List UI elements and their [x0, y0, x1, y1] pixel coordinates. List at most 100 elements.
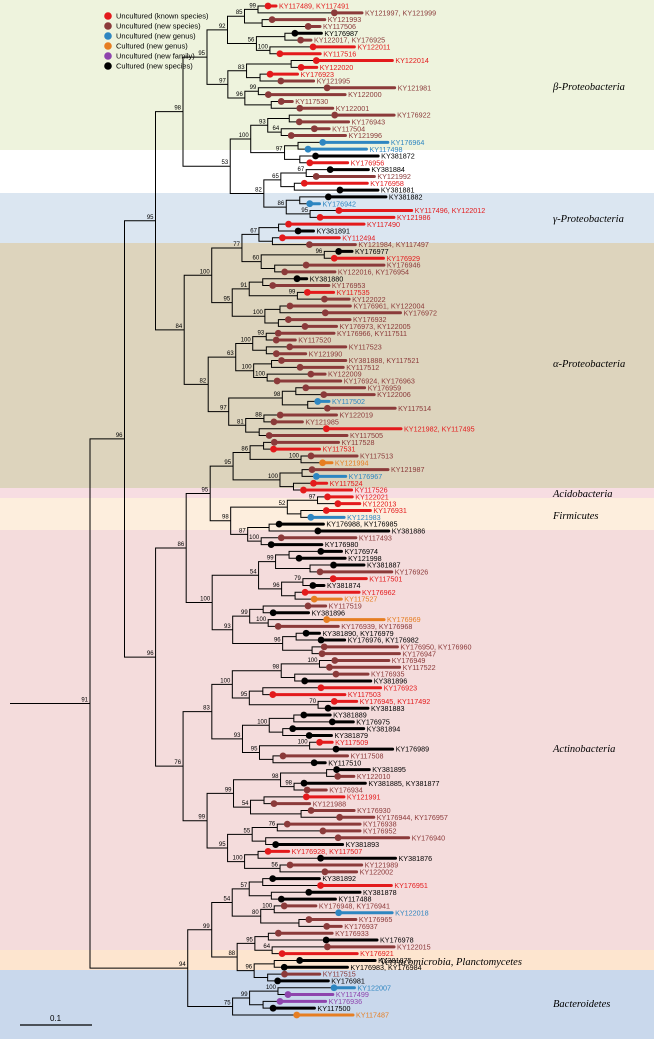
- leaf-marker: [272, 350, 280, 358]
- leaf-label: KY122011: [357, 43, 390, 52]
- clade-label: α-Proteobacteria: [553, 359, 625, 370]
- leaf-marker: [316, 568, 324, 576]
- bootstrap-value: 85: [236, 10, 243, 16]
- leaf-marker: [293, 275, 301, 283]
- tree-leaf: KY122009: [307, 370, 362, 379]
- leaf-label: KY176932: [353, 315, 387, 324]
- tree-leaf: KY176924, KY176963: [273, 377, 415, 386]
- legend-swatch: [104, 22, 112, 30]
- tree-leaf: KY381878: [305, 888, 397, 897]
- tree-leaf: KY381887: [330, 561, 401, 570]
- tree-leaf: KY176945, KY117492: [330, 697, 430, 706]
- bootstrap-value: 100: [262, 903, 273, 909]
- tree-leaf: KY117490: [285, 220, 400, 229]
- tree-leaf: KY381875: [296, 956, 412, 965]
- leaf-label: KY176936: [329, 997, 363, 1006]
- tree-leaf: KY381880: [293, 274, 343, 283]
- leaf-label: KY122013: [363, 499, 397, 508]
- tree-branch: [236, 942, 255, 972]
- tree-branch: [253, 963, 275, 979]
- bootstrap-value: 88: [228, 951, 235, 957]
- tree-leaf: KY121990: [272, 349, 342, 358]
- leaf-label: KY176943: [352, 117, 386, 126]
- bootstrap-value: 93: [258, 331, 265, 337]
- leaf-marker: [274, 977, 282, 985]
- tree-leaf: KY381884: [326, 165, 405, 174]
- leaf-marker: [286, 302, 294, 310]
- leaf-marker: [270, 800, 278, 808]
- tree-leaf: KY117528: [270, 438, 375, 447]
- tree-branch: [279, 472, 303, 488]
- leaf-marker: [332, 670, 340, 678]
- leaf-marker: [283, 820, 291, 828]
- tree-branch: [278, 223, 299, 232]
- leaf-marker: [306, 200, 314, 208]
- scale-bar-label: 0.1: [50, 1014, 62, 1023]
- tree-leaf: KY176930: [307, 806, 391, 815]
- leaf-label: KY176933: [335, 929, 369, 938]
- leaf-marker: [278, 357, 285, 364]
- legend: Uncultured (known species)Uncultured (ne…: [104, 12, 209, 71]
- bootstrap-value: 82: [200, 378, 207, 384]
- leaf-label: KY122000: [348, 90, 382, 99]
- leaf-label: KY122018: [395, 908, 429, 917]
- bootstrap-value: 99: [198, 815, 205, 821]
- leaf-label: KY176977: [355, 247, 389, 256]
- leaf-marker: [323, 922, 331, 930]
- clade-label: γ-Proteobacteria: [553, 214, 624, 225]
- tree-leaf: KY176950, KY176960: [320, 642, 472, 651]
- tree-branch: [268, 523, 318, 532]
- tree-leaf: KY176923: [266, 70, 334, 79]
- bootstrap-value: 56: [248, 37, 255, 43]
- tree-leaf: KY176947: [318, 649, 436, 658]
- leaf-marker: [274, 329, 282, 337]
- tree-leaf: KY117527: [310, 595, 377, 604]
- tree-leaf: KY176978: [322, 936, 414, 945]
- bootstrap-value: 76: [269, 822, 276, 828]
- tree-branch: [231, 670, 282, 699]
- leaf-label: KY117524: [330, 479, 363, 488]
- clade-label: Firmicutes: [552, 511, 599, 522]
- leaf-marker: [310, 759, 318, 767]
- leaf-marker: [268, 16, 276, 24]
- tree-leaf: KY122017, KY176925: [297, 36, 385, 45]
- tree-leaf: KY117498: [304, 145, 402, 154]
- leaf-marker: [296, 363, 304, 371]
- clade-band: [0, 243, 654, 488]
- tree-leaf: KY176987: [291, 29, 358, 38]
- tree-branch: [258, 561, 282, 590]
- tree-branch: [258, 745, 310, 760]
- leaf-label: KY381895: [372, 765, 406, 774]
- tree-leaf: KY117526: [300, 486, 388, 495]
- leaf-label: KY176949: [392, 656, 426, 665]
- tree-leaf: KY117515: [281, 970, 356, 979]
- tree-leaf: KY176922: [331, 111, 431, 120]
- tree-branch: [211, 683, 243, 740]
- bootstrap-value: 83: [203, 706, 210, 712]
- bootstrap-value: 70: [309, 699, 316, 705]
- bootstrap-value: 55: [243, 828, 250, 834]
- leaf-marker: [302, 793, 310, 801]
- leaf-label: KY381889: [333, 711, 367, 720]
- leaf-marker: [312, 57, 320, 64]
- tree-leaf: KY122010: [334, 772, 390, 781]
- clade-label: Actinobacteria: [552, 744, 615, 755]
- tree-leaf: KY176953: [269, 281, 365, 290]
- leaf-marker: [302, 629, 310, 637]
- bootstrap-value: 95: [201, 487, 208, 493]
- bootstrap-value: 52: [279, 501, 286, 507]
- tree-leaf: KY121986: [316, 213, 431, 222]
- leaf-marker: [334, 834, 342, 842]
- tree-leaf: KY176928, KY117507: [264, 847, 363, 856]
- tree-leaf: KY117519: [304, 602, 362, 611]
- leaf-label: KY176978: [380, 936, 414, 945]
- legend-swatch: [104, 12, 112, 20]
- tree-leaf: KY176937: [323, 922, 378, 931]
- tree-leaf: KY121994: [319, 458, 369, 467]
- leaf-marker: [335, 248, 343, 255]
- leaf-label: KY117488: [338, 895, 371, 904]
- leaf-label: KY176928, KY117507: [292, 847, 363, 856]
- tree-leaf: KY381882: [324, 192, 423, 201]
- bootstrap-value: 97: [220, 406, 227, 412]
- leaf-label: KY381874: [327, 581, 361, 590]
